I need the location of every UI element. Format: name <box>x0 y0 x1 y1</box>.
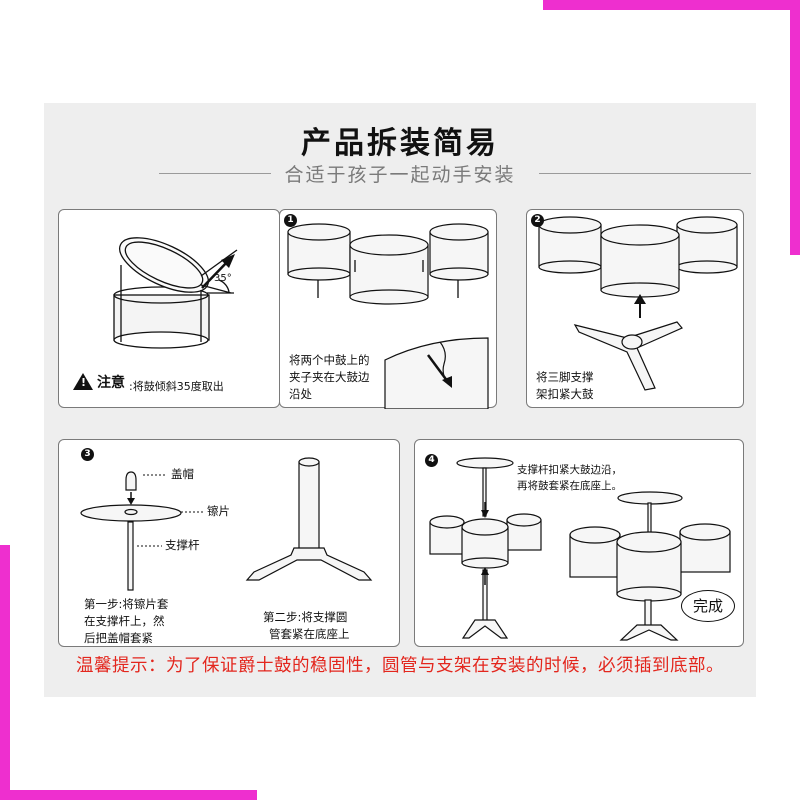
step1-badge: 1 <box>284 214 297 227</box>
tripod-drum-illustration <box>538 216 738 391</box>
step2-badge: 2 <box>531 214 544 227</box>
page-subtitle: 合适于孩子一起动手安装 <box>284 164 516 186</box>
step3-panel: 3 盖帽 镲片 支撑杆 第一步:将镲片套 在支撑杆上，然 后把盖帽套紧 第二步:… <box>58 439 400 647</box>
three-drums-clip-illustration <box>287 223 489 409</box>
tilted-drum-illustration <box>113 237 238 349</box>
step3-first-line2: 在支撑杆上，然 <box>84 614 165 628</box>
step4-badge: 4 <box>425 454 438 467</box>
subtitle-rule-right <box>539 173 751 174</box>
angle-label: 35° <box>214 273 232 284</box>
step1-line1: 将两个中鼓上的 <box>289 353 370 367</box>
step3-badge: 3 <box>81 448 94 461</box>
cymbal-stand-illustration <box>80 457 373 591</box>
frame-line-left <box>0 545 10 800</box>
frame-line-right <box>790 0 800 255</box>
subtitle-rule-left <box>159 173 271 174</box>
frame-line-bottom <box>0 790 257 800</box>
notice-text: :将鼓倾斜35度取出 <box>129 380 224 393</box>
instruction-sheet: 产品拆装简易 合适于孩子一起动手安装 35° ! 注意 :将鼓倾 <box>44 103 756 697</box>
notice-label: 注意 <box>97 375 125 391</box>
step4-panel: 4 支撑杆扣紧大鼓边沿， 再将鼓套紧在底座上。 完成 <box>414 439 744 647</box>
done-badge: 完成 <box>681 590 735 622</box>
step2-line2: 架扣紧大鼓 <box>536 387 594 401</box>
page-title: 产品拆装简易 <box>301 126 499 161</box>
step1-panel: 1 将两个中鼓上的 夹子夹在大鼓边 沿处 <box>279 209 497 409</box>
drum-assembly-illustration <box>429 457 731 641</box>
step3-second-line2: 管套紧在底座上 <box>269 627 350 641</box>
cymbal-label: 镲片 <box>207 504 230 518</box>
cap-label: 盖帽 <box>171 467 194 481</box>
notice-panel: 35° ! 注意 :将鼓倾斜35度取出 <box>58 209 280 408</box>
step3-first-line3: 后把盖帽套紧 <box>84 631 153 645</box>
step1-line2: 夹子夹在大鼓边 <box>289 370 370 384</box>
frame-line-top <box>543 0 800 10</box>
step2-line1: 将三脚支撑 <box>536 370 594 384</box>
step1-line3: 沿处 <box>289 387 312 401</box>
warm-tip: 温馨提示：为了保证爵士鼓的稳固性，圆管与支架在安装的时候，必须插到底部。 <box>76 656 724 676</box>
rod-label: 支撑杆 <box>165 538 200 552</box>
step4-line2: 再将鼓套紧在底座上。 <box>517 480 622 492</box>
step4-line1: 支撑杆扣紧大鼓边沿， <box>517 464 622 476</box>
warning-icon: ! <box>73 373 93 390</box>
step2-panel: 2 将三脚支撑 架扣紧大鼓 <box>526 209 744 408</box>
step3-second-line1: 第二步:将支撑圆 <box>263 610 348 624</box>
step3-first-line1: 第一步:将镲片套 <box>84 597 169 611</box>
